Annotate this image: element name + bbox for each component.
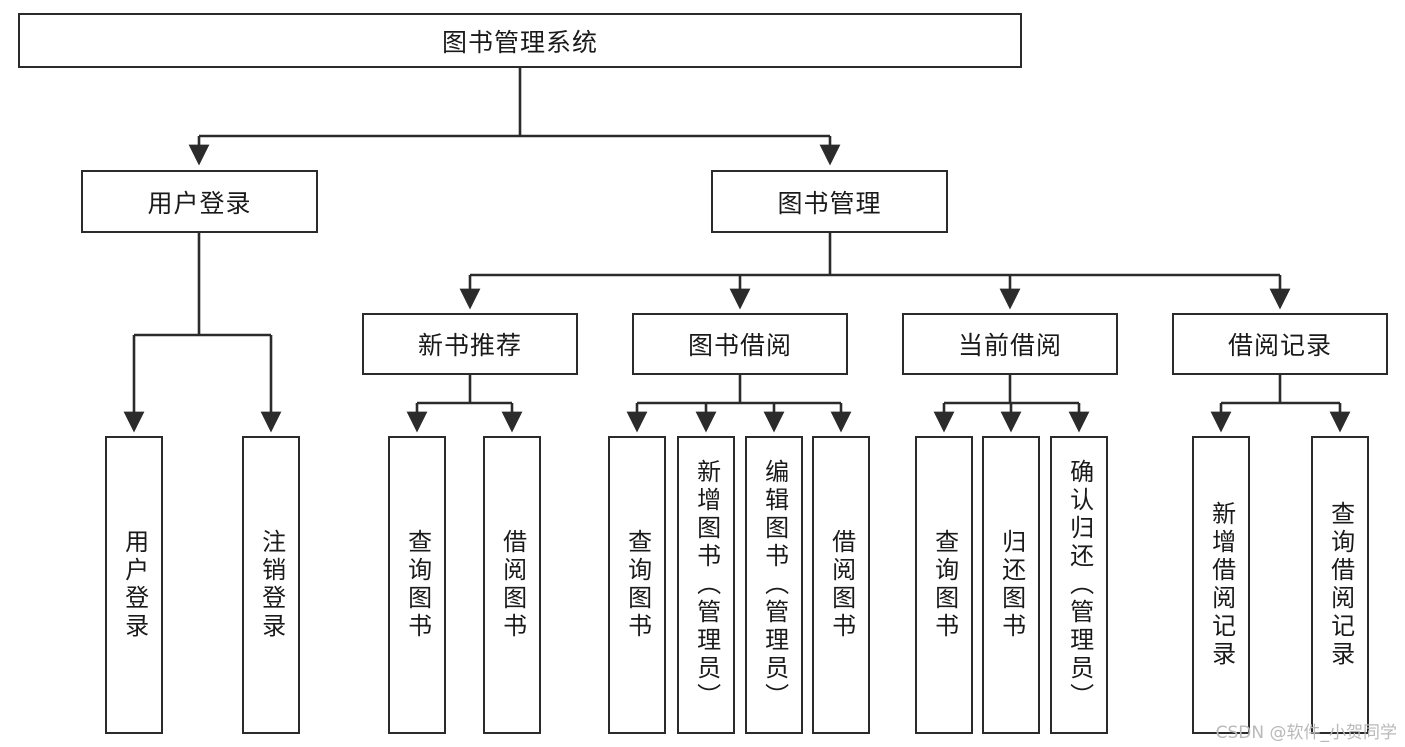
- node-book-management[interactable]: 图书管理: [711, 170, 948, 233]
- leaf-book-borrow-edit-label: 编辑图书（管理员）: [760, 459, 789, 711]
- leaf-book-borrow-add-label: 新增图书（管理员）: [692, 459, 721, 711]
- node-book-borrow-label: 图书借阅: [687, 331, 792, 360]
- leaf-book-borrow-query-label: 查询图书: [623, 529, 652, 641]
- node-root-label: 图书管理系统: [441, 27, 598, 57]
- leaf-borrow-record-query-label: 查询借阅记录: [1326, 501, 1355, 669]
- node-user-login[interactable]: 用户登录: [81, 170, 318, 233]
- node-user-login-label: 用户登录: [147, 188, 252, 218]
- leaf-book-borrow-add[interactable]: 新增图书（管理员）: [677, 436, 735, 734]
- leaf-current-borrow-return-label: 归还图书: [997, 529, 1026, 641]
- node-root[interactable]: 图书管理系统: [18, 13, 1022, 68]
- leaf-current-borrow-query[interactable]: 查询图书: [915, 436, 973, 734]
- leaf-new-book-query-label: 查询图书: [403, 529, 432, 641]
- leaf-user-login-signout[interactable]: 注销登录: [242, 436, 300, 734]
- node-book-borrow[interactable]: 图书借阅: [632, 313, 848, 375]
- leaf-book-borrow-edit[interactable]: 编辑图书（管理员）: [745, 436, 803, 734]
- leaf-current-borrow-return[interactable]: 归还图书: [982, 436, 1040, 734]
- node-current-borrow-label: 当前借阅: [957, 331, 1062, 360]
- leaf-borrow-record-query[interactable]: 查询借阅记录: [1311, 436, 1369, 734]
- leaf-book-borrow-query[interactable]: 查询图书: [608, 436, 666, 734]
- leaf-current-borrow-query-label: 查询图书: [930, 529, 959, 641]
- leaf-user-login-signout-label: 注销登录: [257, 529, 286, 641]
- leaf-borrow-record-add-label: 新增借阅记录: [1207, 501, 1236, 669]
- leaf-current-borrow-confirm-label: 确认归还（管理员）: [1065, 459, 1094, 711]
- leaf-book-borrow-lend[interactable]: 借阅图书: [812, 436, 870, 734]
- leaf-new-book-borrow[interactable]: 借阅图书: [483, 436, 541, 734]
- node-current-borrow[interactable]: 当前借阅: [902, 313, 1118, 375]
- node-book-management-label: 图书管理: [777, 188, 882, 218]
- leaf-new-book-query[interactable]: 查询图书: [388, 436, 446, 734]
- node-new-book-recommend[interactable]: 新书推荐: [362, 313, 578, 375]
- leaf-borrow-record-add[interactable]: 新增借阅记录: [1192, 436, 1250, 734]
- watermark: CSDN @软件_小贺同学: [1215, 723, 1397, 743]
- leaf-new-book-borrow-label: 借阅图书: [498, 529, 527, 641]
- leaf-current-borrow-confirm[interactable]: 确认归还（管理员）: [1050, 436, 1108, 734]
- leaf-book-borrow-lend-label: 借阅图书: [827, 529, 856, 641]
- node-borrow-record[interactable]: 借阅记录: [1172, 313, 1388, 375]
- leaf-user-login-signin[interactable]: 用户登录: [105, 436, 163, 734]
- node-new-book-recommend-label: 新书推荐: [417, 331, 522, 360]
- leaf-user-login-signin-label: 用户登录: [120, 529, 149, 641]
- node-borrow-record-label: 借阅记录: [1227, 331, 1332, 360]
